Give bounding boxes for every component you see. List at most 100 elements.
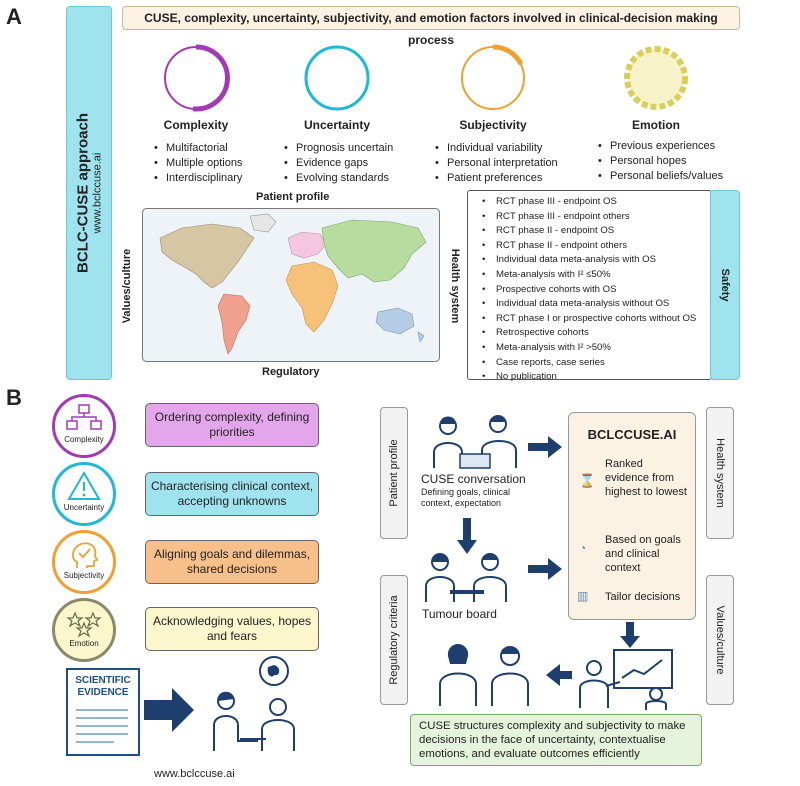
europe-shape [287, 231, 327, 259]
uncertainty-badge: Uncertainty [52, 462, 116, 526]
cuse-conversation-sub: Defining goals, clinical context, expect… [421, 487, 511, 508]
tab-patient-profile-label: Patient profile [388, 439, 400, 507]
uncertainty-badge-label: Uncertainty [63, 503, 105, 512]
panel-a-letter: A [6, 4, 22, 29]
document-lines-icon [76, 709, 128, 743]
evidence-item: RCT phase III - endpoint OS [482, 195, 707, 210]
evidence-item: RCT phase II - endpoint OS [482, 224, 707, 239]
subjectivity-badge: Subjectivity [52, 530, 116, 594]
head-check-icon [72, 542, 99, 568]
document-title: SCIENTIFIC EVIDENCE [75, 675, 131, 698]
cuse-conversation-illustration [433, 415, 517, 469]
bclccuse-ai-box: BCLCCUSE.AI ⌛ Ranked evidence from highe… [568, 412, 696, 620]
complexity-action-box: Ordering complexity, defining priorities [145, 403, 319, 447]
complexity-list: Multifactorial Multiple options Interdis… [152, 141, 243, 186]
asia-shape [321, 219, 427, 283]
gauge-icon: ◔ [579, 541, 587, 555]
tab-patient-profile: Patient profile [380, 407, 408, 539]
approach-side-bar: BCLC-CUSE approach www.bclccuse.ai [66, 6, 112, 380]
evidence-item: RCT phase II - endpoint others [482, 239, 707, 254]
emotion-list: Previous experiences Personal hopes Pers… [596, 139, 723, 184]
stars-icon [66, 611, 102, 638]
map-label-health-system: Health system [449, 248, 461, 324]
complexity-badge-label: Complexity [64, 435, 104, 444]
arrow-right-icon [528, 436, 562, 458]
patients-discussion-illustration [439, 644, 529, 706]
safety-label: Safety [719, 268, 731, 302]
cuse-conversation-label: CUSE conversation [421, 472, 526, 486]
emotion-badge-label: Emotion [69, 639, 99, 648]
list-item: Personal hopes [598, 154, 723, 169]
uncertainty-action-box: Characterising clinical context, accepti… [145, 472, 319, 516]
tumour-board-label: Tumour board [422, 607, 497, 621]
panel-b-letter: B [6, 385, 22, 410]
list-item: Multifactorial [154, 141, 242, 156]
list-item: Prognosis uncertain [284, 141, 393, 156]
list-item: Evolving standards [284, 171, 393, 186]
tab-health-system: Health system [706, 407, 734, 539]
complexity-ring-icon [164, 44, 230, 112]
africa-shape [285, 261, 339, 333]
emotion-badge: Emotion [52, 598, 116, 662]
list-item: Interdisciplinary [154, 171, 242, 186]
arrow-left-icon [546, 664, 572, 686]
emotion-ring-icon [624, 46, 688, 110]
map-label-regulatory: Regulatory [262, 366, 320, 378]
north-america-shape [159, 223, 255, 289]
safety-bar: Safety [710, 190, 740, 380]
subjectivity-title: Subjectivity [459, 118, 527, 132]
tumour-board-illustration [425, 553, 507, 602]
arrow-right-icon [528, 558, 562, 580]
presentation-illustration [579, 649, 673, 710]
subjectivity-badge-label: Subjectivity [63, 571, 105, 580]
australia-shape [375, 307, 415, 335]
doctor-patient-illustration [213, 656, 295, 751]
evidence-item: RCT phase I or prospective cohorts witho… [482, 312, 707, 327]
uncertainty-ring-icon [304, 45, 370, 111]
list-item: Personal interpretation [435, 156, 558, 171]
ai-title: BCLCCUSE.AI [587, 427, 677, 442]
south-america-shape [217, 293, 251, 355]
big-arrow-right-icon [144, 688, 194, 732]
evidence-item: Prospective cohorts with OS [482, 283, 707, 298]
tab-values-culture: Values/culture [706, 575, 734, 705]
evidence-item: RCT phase III - endpoint others [482, 210, 707, 225]
emotion-title: Emotion [632, 118, 680, 132]
evidence-item: Individual data meta-analysis with OS [482, 253, 707, 268]
tab-regulatory-criteria: Regulatory criteria [380, 575, 408, 705]
tab-regulatory-criteria-label: Regulatory criteria [388, 595, 400, 685]
ai-item-goals: Based on goals and clinical context [605, 534, 681, 574]
cuse-header: CUSE, complexity, uncertainty, subjectiv… [122, 6, 740, 47]
evidence-item: Meta-analysis with I² >50% [482, 341, 707, 356]
evidence-item: Retrospective cohorts [482, 326, 707, 341]
list-item: Evidence gaps [284, 156, 393, 171]
evidence-item: No publication [482, 370, 707, 385]
evidence-item: Case reports, case series [482, 356, 707, 371]
ai-item-ranked: Ranked evidence from highest to lowest [605, 458, 687, 498]
complexity-title: Complexity [163, 118, 229, 132]
scientific-evidence-document: SCIENTIFIC EVIDENCE [66, 668, 140, 756]
evidence-hierarchy-list: RCT phase III - endpoint OSRCT phase III… [467, 190, 712, 384]
cuse-summary-box: CUSE structures complexity and subjectiv… [410, 714, 702, 766]
map-label-values-culture: Values/culture [121, 248, 133, 324]
bar-chart-icon: ▥ [577, 589, 589, 603]
tab-values-culture-label: Values/culture [714, 605, 726, 675]
list-item: Previous experiences [598, 139, 723, 154]
evidence-item: Meta-analysis with I² ≤50% [482, 268, 707, 283]
ai-item-tailor: Tailor decisions [605, 591, 681, 603]
uncertainty-list: Prognosis uncertain Evidence gaps Evolvi… [282, 141, 393, 186]
list-item: Patient preferences [435, 171, 558, 186]
map-label-patient-profile: Patient profile [256, 191, 330, 203]
list-item: Personal beliefs/values [598, 169, 723, 184]
list-item: Multiple options [154, 156, 243, 171]
emotion-action-box: Acknowledging values, hopes and fears [145, 607, 319, 651]
subjectivity-ring-icon [461, 44, 525, 110]
approach-title: BCLC-CUSE approach [74, 112, 92, 274]
hourglass-icon: ⌛ [579, 473, 596, 488]
approach-url: www.bclccuse.ai [91, 152, 104, 234]
warning-icon [67, 471, 101, 500]
complexity-badge: Complexity [52, 394, 116, 458]
uncertainty-title: Uncertainty [303, 118, 371, 132]
list-item: Individual variability [435, 141, 558, 156]
subjectivity-list: Individual variability Personal interpre… [433, 141, 558, 186]
